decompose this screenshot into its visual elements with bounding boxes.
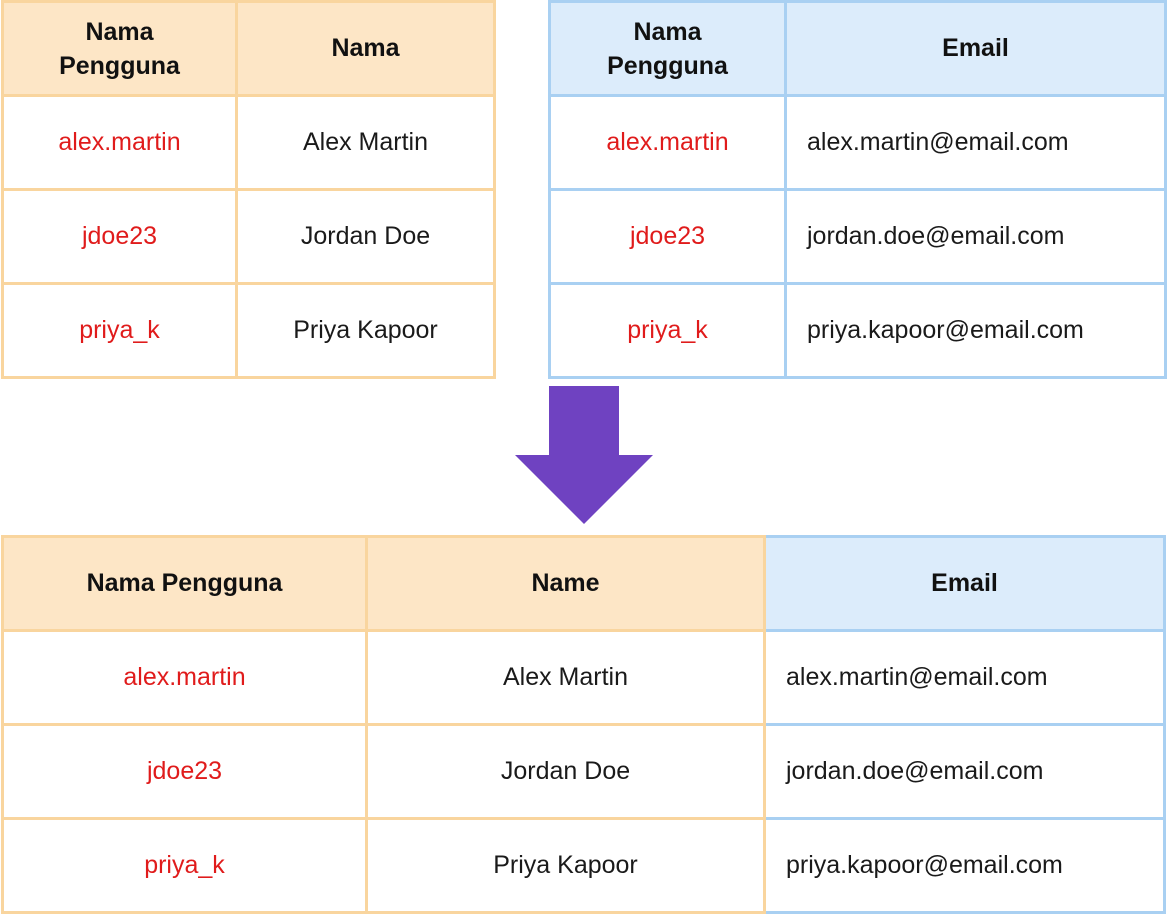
email-cell: priya.kapoor@email.com [763, 817, 1166, 914]
header-email: Email [763, 535, 1166, 632]
table-row: jdoe23 Jordan Doe jordan.doe@email.com [1, 723, 1166, 820]
email-cell: jordan.doe@email.com [784, 188, 1167, 285]
down-arrow-icon [515, 386, 653, 524]
header-nama-pengguna: Nama Pengguna [1, 535, 368, 632]
table-row: priya_k Priya Kapoor [1, 282, 496, 379]
username-cell: alex.martin [548, 94, 787, 191]
table-row: alex.martin Alex Martin [1, 94, 496, 191]
username-cell: jdoe23 [548, 188, 787, 285]
name-cell: Jordan Doe [365, 723, 766, 820]
header-name: Name [365, 535, 766, 632]
username-cell: jdoe23 [1, 723, 368, 820]
table-row: jdoe23 jordan.doe@email.com [548, 188, 1167, 285]
merged-users-table: Nama Pengguna Name Email alex.martin Ale… [1, 535, 1166, 914]
name-cell: Alex Martin [365, 629, 766, 726]
username-cell: priya_k [1, 282, 238, 379]
header-nama: Nama [235, 0, 496, 97]
header-email: Email [784, 0, 1167, 97]
email-cell: alex.martin@email.com [784, 94, 1167, 191]
table-header-row: Nama Pengguna Name Email [1, 535, 1166, 632]
table-row: jdoe23 Jordan Doe [1, 188, 496, 285]
email-cell: priya.kapoor@email.com [784, 282, 1167, 379]
table-row: priya_k Priya Kapoor priya.kapoor@email.… [1, 817, 1166, 914]
username-cell: priya_k [548, 282, 787, 379]
name-cell: Jordan Doe [235, 188, 496, 285]
name-cell: Priya Kapoor [365, 817, 766, 914]
username-cell: alex.martin [1, 629, 368, 726]
table-row: alex.martin alex.martin@email.com [548, 94, 1167, 191]
username-cell: alex.martin [1, 94, 238, 191]
username-cell: jdoe23 [1, 188, 238, 285]
name-cell: Alex Martin [235, 94, 496, 191]
email-cell: alex.martin@email.com [763, 629, 1166, 726]
username-cell: priya_k [1, 817, 368, 914]
table-row: alex.martin Alex Martin alex.martin@emai… [1, 629, 1166, 726]
table-row: priya_k priya.kapoor@email.com [548, 282, 1167, 379]
name-cell: Priya Kapoor [235, 282, 496, 379]
email-cell: jordan.doe@email.com [763, 723, 1166, 820]
